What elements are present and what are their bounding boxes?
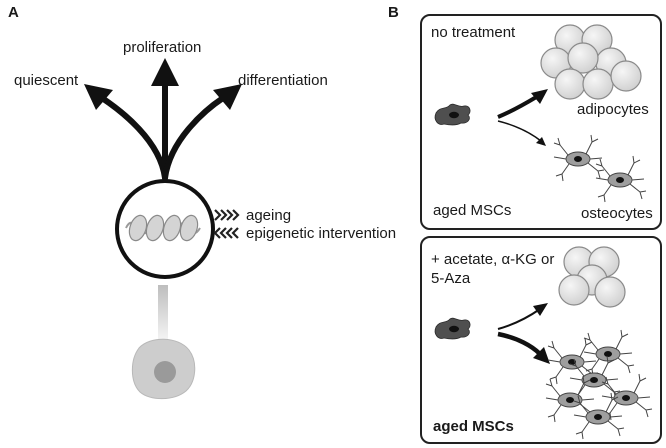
differentiation-arrow — [162, 95, 226, 181]
proliferation-arrowhead — [151, 58, 179, 86]
fate-label-differentiation: differentiation — [238, 72, 328, 89]
osteo-arrowhead-top — [536, 137, 546, 146]
lineage-stem — [158, 285, 168, 340]
outcome-label-osteocytes: osteocytes — [581, 205, 653, 222]
adipo-arrow-bottom — [497, 308, 541, 330]
condition-label-treatment-line1: + acetate, α-KG or — [431, 251, 555, 268]
adipo-arrowhead-bottom — [533, 303, 548, 316]
aged-msc-cell-top — [434, 103, 471, 126]
quiescent-arrowhead — [84, 84, 113, 110]
outcome-label-adipocytes: adipocytes — [577, 101, 649, 118]
panel-a-letter: A — [8, 4, 19, 21]
fate-label-quiescent: quiescent — [14, 72, 79, 89]
ageing-chevrons-icon — [214, 209, 240, 221]
osteo-arrow-top — [497, 120, 542, 142]
adipocyte-cluster-bottom — [558, 246, 626, 308]
chromatin-icon — [125, 214, 201, 242]
signal-label-intervention: epigenetic intervention — [246, 225, 397, 242]
condition-label-treatment-line2: 5-Aza — [431, 270, 471, 287]
stem-cell — [131, 338, 196, 400]
osteocyte-cluster-bottom — [545, 329, 653, 440]
treatment-box — [420, 236, 662, 444]
osteo-arrowhead-bottom — [533, 347, 550, 364]
fate-arrows — [84, 58, 242, 181]
quiescent-arrow — [99, 95, 168, 181]
condition-label-no-treatment: no treatment — [431, 24, 516, 41]
adipo-arrow-top — [497, 94, 540, 119]
osteocyte-cluster-top — [553, 134, 647, 203]
fate-label-proliferation: proliferation — [123, 39, 202, 56]
adipocyte-cluster-top — [540, 24, 642, 100]
aged-msc-cell-bottom — [434, 317, 471, 340]
osteo-arrow-bottom — [497, 331, 542, 356]
cell-label-aged-mscs-bottom: aged MSCs — [433, 418, 514, 435]
differentiation-arrowhead — [213, 84, 242, 110]
intervention-chevrons-icon — [213, 227, 239, 239]
panel-b-letter: B — [388, 4, 399, 21]
adipo-arrowhead-top — [531, 89, 548, 104]
cell-label-aged-mscs-top: aged MSCs — [433, 202, 512, 219]
signal-label-ageing: ageing — [246, 207, 292, 224]
